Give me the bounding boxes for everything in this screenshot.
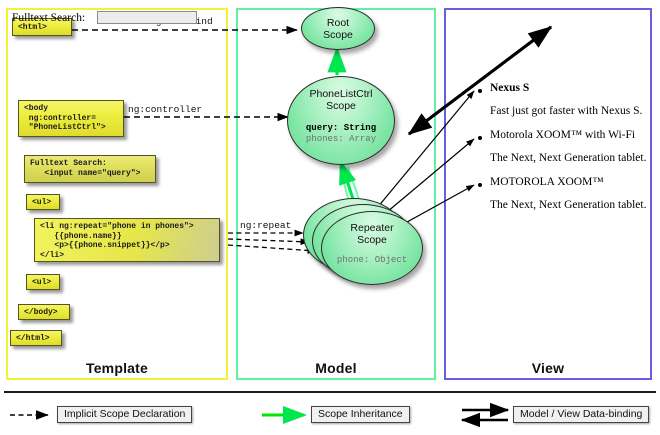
view-item-name: Motorola XOOM™ with Wi-Fi [490, 129, 636, 141]
panel-label-model: Model [315, 360, 357, 376]
html-open-box: <html> [12, 18, 72, 36]
legend-label-scope-inheritance: Scope Inheritance [311, 406, 410, 423]
root-scope-label: Root Scope [323, 16, 353, 41]
panel-view [444, 8, 652, 380]
phonelistctrl-prop-query: query: String [305, 123, 377, 133]
list-bullet [478, 136, 482, 140]
arrow-databinding-query-back [408, 25, 553, 136]
view-search-label: Fulltext Search: [12, 12, 86, 24]
phonelistctrl-scope-label: PhoneListCtrl Scope [309, 88, 373, 112]
repeater-scope-label: Repeater Scope [350, 222, 394, 246]
view-item-name: Nexus S [490, 82, 530, 94]
ul-close-box: <ul> [26, 274, 60, 290]
phonelistctrl-prop-phones: phones: Array [305, 134, 377, 144]
arrow-ng-repeat-3 [227, 244, 317, 254]
panel-label-template: Template [85, 360, 149, 376]
view-item-snippet: The Next, Next Generation tablet. [490, 152, 647, 164]
repeater-prop-phone: phone: Object [336, 255, 408, 265]
label-ng-repeat: ng:repeat [240, 220, 292, 231]
html-close-box: </html> [10, 330, 62, 346]
panel-label-view: View [531, 360, 565, 376]
label-ng-controller: ng:controller [128, 104, 203, 115]
legend-label-implicit-scope-declaration: Implicit Scope Declaration [57, 406, 193, 423]
view-item-snippet: Fast just got faster with Nexus S. [490, 105, 643, 117]
li-repeat-box: <li ng:repeat="phone in phones"> {{phone… [34, 218, 220, 262]
fulltext-search-box: Fulltext Search: <input name="query"> [24, 155, 156, 183]
body-close-box: </body> [18, 304, 70, 320]
list-bullet [478, 183, 482, 187]
view-item-snippet: The Next, Next Generation tablet. [490, 199, 647, 211]
list-bullet [478, 89, 482, 93]
arrow-databinding-item-1 [371, 90, 475, 215]
legend-divider [4, 391, 656, 393]
ul-open-box: <ul> [26, 194, 60, 210]
phonelistctrl-scope-ellipse: PhoneListCtrl Scope query: String phones… [287, 76, 395, 165]
legend-label-model-view-data-binding: Model / View Data-binding [513, 406, 650, 423]
root-scope-ellipse: Root Scope [301, 7, 375, 50]
view-item-name: MOTOROLA XOOM™ [490, 176, 604, 188]
arrow-ng-repeat-2 [227, 238, 310, 246]
view-search-input[interactable] [97, 11, 197, 24]
body-controller-box: <body ng:controller= "PhoneListCtrl"> [18, 100, 124, 137]
repeater-scope-ellipse: Repeater Scope phone: Object [321, 211, 423, 285]
